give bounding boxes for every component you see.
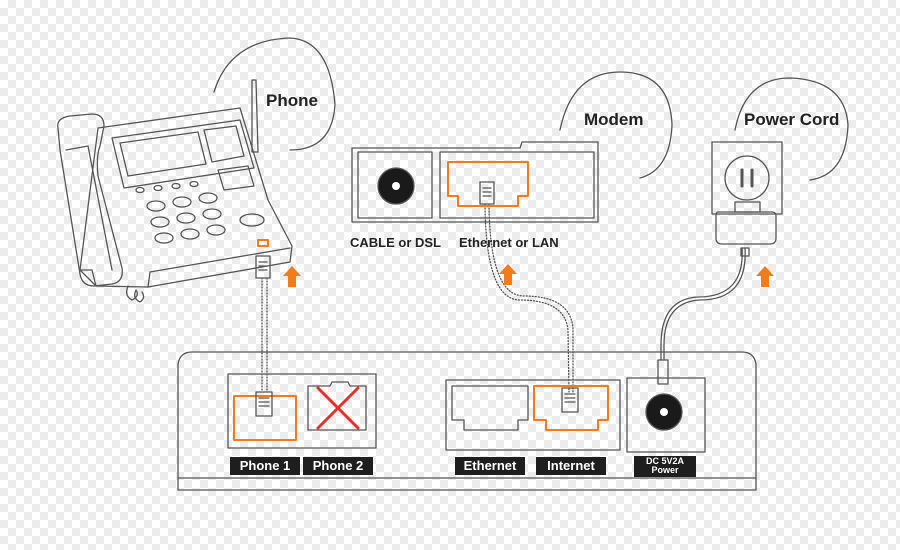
phone2-port-label: Phone 2 [303,457,373,475]
phone-port-indicator [257,239,269,247]
power-outlet-icon [711,141,783,215]
phone-callout-arc [213,37,336,151]
cross-icon [316,386,360,430]
phone2-port-icon [307,381,367,431]
dc-power-word: Power [651,465,679,475]
modem-ethernet-port-icon [447,161,529,207]
phone-callout-label: Phone [266,91,318,110]
phone-plug-icon [255,255,271,279]
cable-dsl-label: CABLE or DSL [350,235,441,250]
power-cable [663,247,746,361]
ethernet-lan-label: Ethernet or LAN [459,235,559,250]
internet-port-icon [533,385,609,431]
phone1-plug-icon [255,391,273,417]
ethernet-port-label: Ethernet [455,457,525,475]
phone1-port-icon [233,395,297,441]
phone-cable [261,277,268,393]
power-adapter-icon [715,201,777,257]
dc-power-rating: DC 5V2A [645,456,684,466]
modem-device [351,141,599,223]
ethernet-cable [484,204,574,393]
power-callout-arc [734,77,849,181]
phone-arrow-icon [283,266,301,287]
phone1-port-label: Phone 1 [230,457,300,475]
modem-callout-label: Modem [584,110,644,129]
power-cord-callout-label: Power Cord [744,110,840,129]
internet-plug-icon [561,387,579,413]
telephone-icon [57,79,293,303]
power-arrow-icon [756,266,774,287]
modem-arrow-icon [499,264,517,285]
modem-callout-arc [559,71,673,179]
internet-port-label: Internet [536,457,606,475]
ethernet-port-icon [451,385,529,431]
router-device [177,351,757,491]
modem-ethernet-plug-icon [479,181,495,205]
dc-power-label: DC 5V2A Power [634,456,696,477]
